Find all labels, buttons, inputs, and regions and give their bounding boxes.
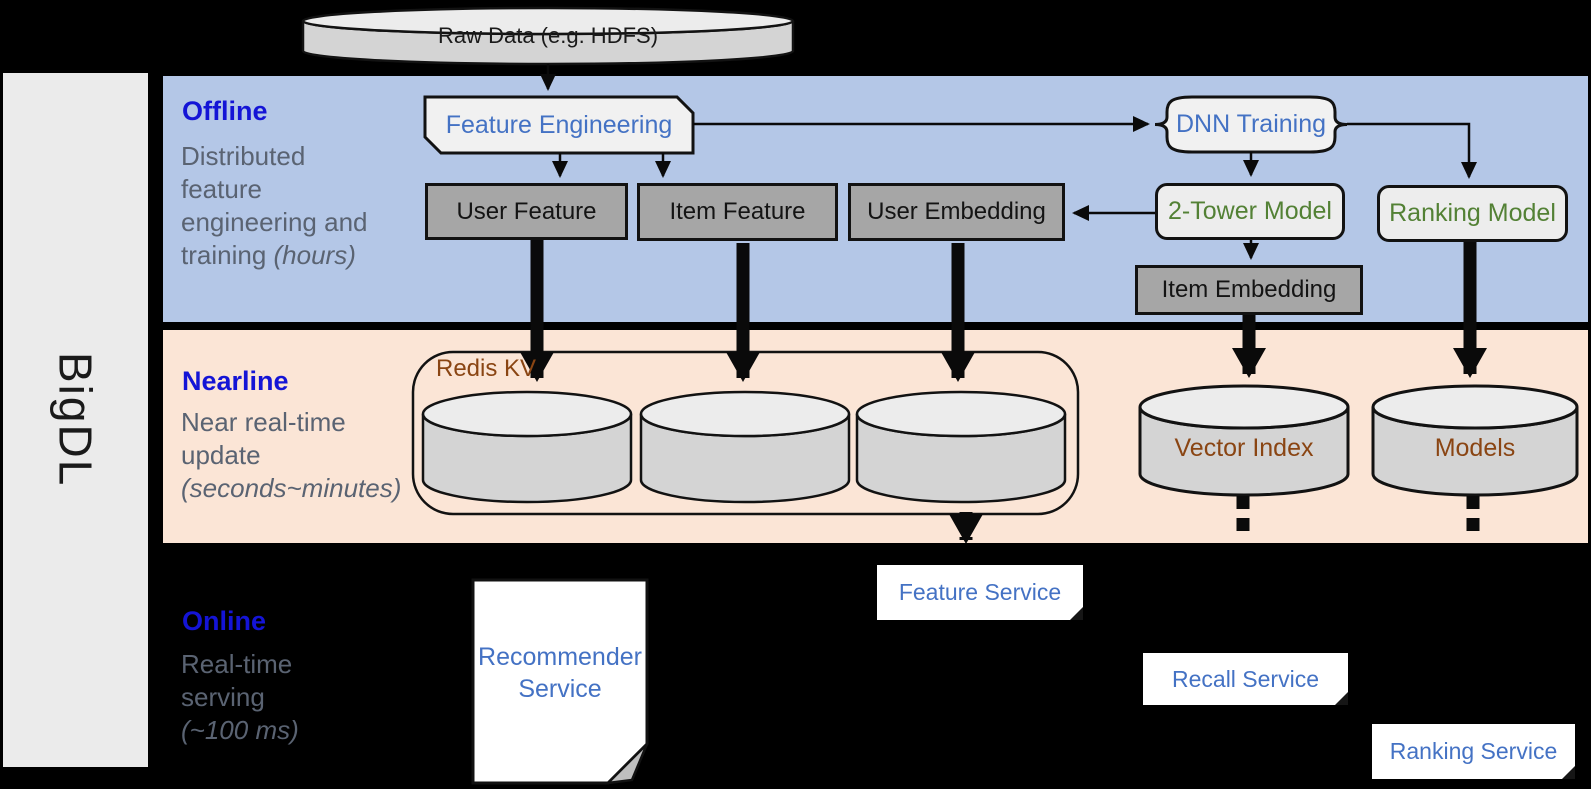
redis-cylinder-3	[855, 390, 1067, 504]
online-subtitle-em: (~100 ms)	[181, 715, 299, 745]
offline-section-title: Offline	[182, 96, 268, 126]
recommender-service-label: Recommender Service	[478, 642, 642, 704]
bigdl-label: BigDL	[49, 352, 102, 488]
dnn-training-label: DNN Training	[1175, 109, 1327, 138]
two-tower-model-box: 2-Tower Model	[1155, 183, 1345, 240]
feature-service-box: Feature Service	[877, 565, 1083, 620]
thin-arrows	[540, 64, 1477, 260]
nearline-subtitle-text: Near real-time update	[181, 407, 346, 470]
nearline-subtitle-em: (seconds~minutes)	[181, 473, 402, 503]
online-section-subtitle: Real-time serving (~100 ms)	[181, 648, 331, 747]
ranking-model-box: Ranking Model	[1377, 185, 1568, 242]
ranking-model-label: Ranking Model	[1389, 199, 1556, 227]
models-cylinder	[1371, 384, 1579, 497]
offline-subtitle-em: (hours)	[273, 240, 356, 270]
feature-service-label: Feature Service	[898, 579, 1062, 605]
vector-index-label: Vector Index	[1174, 433, 1314, 462]
redis-cylinder-1	[421, 390, 633, 504]
user-embedding-label: User Embedding	[867, 198, 1046, 225]
nearline-section-title: Nearline	[182, 366, 289, 396]
recommender-service-document	[471, 578, 649, 785]
vector-index-cylinder	[1138, 384, 1350, 497]
thick-arrows	[520, 240, 1487, 544]
redis-cylinder-2	[639, 390, 851, 504]
recall-service-box: Recall Service	[1143, 653, 1348, 705]
user-feature-label: User Feature	[456, 197, 597, 225]
user-feature-box: User Feature	[425, 183, 628, 240]
dnn-training-shape	[1154, 95, 1348, 154]
raw-data-label: Raw Data (e.g. HDFS)	[437, 23, 659, 48]
recall-service-label: Recall Service	[1172, 665, 1319, 692]
nearline-section-subtitle: Near real-time update (seconds~minutes)	[181, 406, 401, 505]
item-embedding-box: Item Embedding	[1135, 265, 1363, 315]
user-embedding-box: User Embedding	[848, 183, 1065, 241]
bigdl-sidebar: BigDL	[3, 73, 148, 767]
item-feature-box: Item Feature	[637, 183, 838, 241]
online-subtitle-text: Real-time serving	[181, 649, 293, 712]
feature-engineering-label: Feature Engineering	[445, 110, 673, 139]
two-tower-model-label: 2-Tower Model	[1168, 197, 1332, 225]
ranking-service-box: Ranking Service	[1372, 724, 1575, 779]
item-feature-label: Item Feature	[669, 198, 806, 225]
item-embedding-label: Item Embedding	[1161, 276, 1337, 303]
arrow-dnn-to-ranking-model	[1347, 122, 1477, 179]
offline-subtitle-text: Distributed feature engineering and trai…	[181, 141, 368, 270]
redis-kv-label: Redis KV	[436, 355, 537, 382]
raw-data-cylinder	[301, 6, 795, 66]
ranking-service-label: Ranking Service	[1389, 738, 1558, 764]
offline-section-subtitle: Distributed feature engineering and trai…	[181, 140, 386, 272]
online-section-title: Online	[182, 606, 267, 636]
models-label: Models	[1434, 433, 1516, 462]
feature-engineering-shape	[423, 95, 695, 155]
